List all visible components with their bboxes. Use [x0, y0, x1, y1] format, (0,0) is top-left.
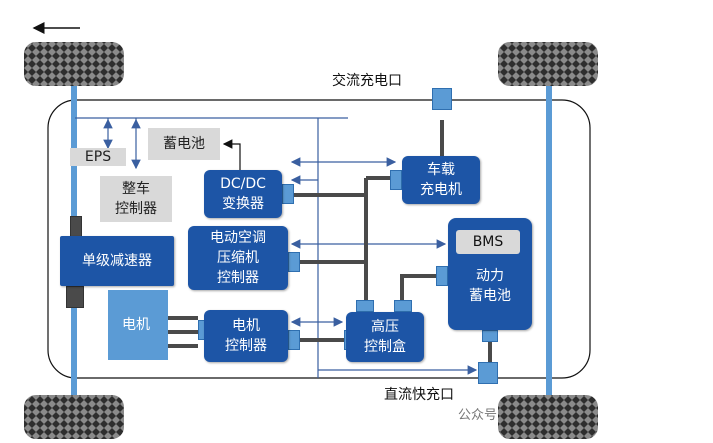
power-battery-label: 动力 蓄电池 — [469, 268, 511, 304]
right-shaft — [546, 86, 552, 395]
motor-controller-label: 电机 控制器 — [225, 318, 267, 354]
battery-connector — [436, 266, 448, 286]
motor-ctrl-out-connector — [288, 330, 300, 350]
ac-compressor-label: 电动空调 压缩机 控制器 — [210, 230, 266, 286]
motor-label: 电机 — [122, 317, 150, 333]
dcdc-box: DC/DC 变换器 — [204, 170, 282, 218]
motor-phase-lines — [168, 316, 198, 348]
ac-port-connector — [432, 88, 452, 110]
reducer-box: 单级减速器 — [60, 236, 174, 286]
battery-bottom-connector — [482, 330, 498, 342]
obc-label: 车载 充电机 — [420, 162, 462, 198]
dcdc-connector — [282, 184, 294, 204]
vehicle-body — [47, 99, 591, 379]
lv-arrows — [103, 118, 478, 375]
tire-rear-right — [498, 395, 598, 439]
hv-box-top-connector-1 — [356, 300, 374, 312]
tire-front-right — [498, 42, 598, 86]
ac-port-label: 交流充电口 — [332, 73, 402, 89]
bms-label: BMS — [472, 234, 504, 250]
battery-12v-label: 蓄电池 — [163, 136, 205, 152]
hv-box: 高压 控制盒 — [346, 312, 424, 362]
dcdc-to-battery-arrow — [222, 139, 241, 170]
dcdc-label: DC/DC 变换器 — [220, 176, 266, 212]
dc-port-label: 直流快充口 — [384, 387, 454, 403]
reducer-top-coupling — [70, 216, 82, 238]
tire-rear-left — [24, 395, 124, 439]
eps-label: EPS — [84, 149, 112, 165]
ac-compressor-box: 电动空调 压缩机 控制器 — [188, 226, 288, 290]
eps-box: EPS — [70, 148, 126, 166]
hv-box-top-connector-2 — [394, 300, 412, 312]
vcu-box: 整车 控制器 — [100, 176, 172, 222]
watermark-text: 公众号 — [458, 408, 498, 423]
reducer-bottom-coupling — [66, 286, 84, 308]
tire-front-left — [24, 42, 124, 86]
dc-port-connector — [478, 362, 498, 384]
hv-box-label: 高压 控制盒 — [364, 319, 406, 355]
ac-compressor-connector — [288, 252, 300, 272]
battery-12v-box: 蓄电池 — [148, 128, 220, 160]
hv-lines — [292, 120, 492, 364]
vcu-label: 整车 控制器 — [115, 181, 157, 217]
reducer-label: 单级减速器 — [82, 253, 152, 269]
obc-connector — [390, 170, 402, 190]
motor-box: 电机 — [108, 290, 168, 360]
obc-box: 车载 充电机 — [402, 156, 480, 204]
motor-controller-box: 电机 控制器 — [204, 310, 288, 362]
bms-box: BMS — [456, 230, 520, 254]
